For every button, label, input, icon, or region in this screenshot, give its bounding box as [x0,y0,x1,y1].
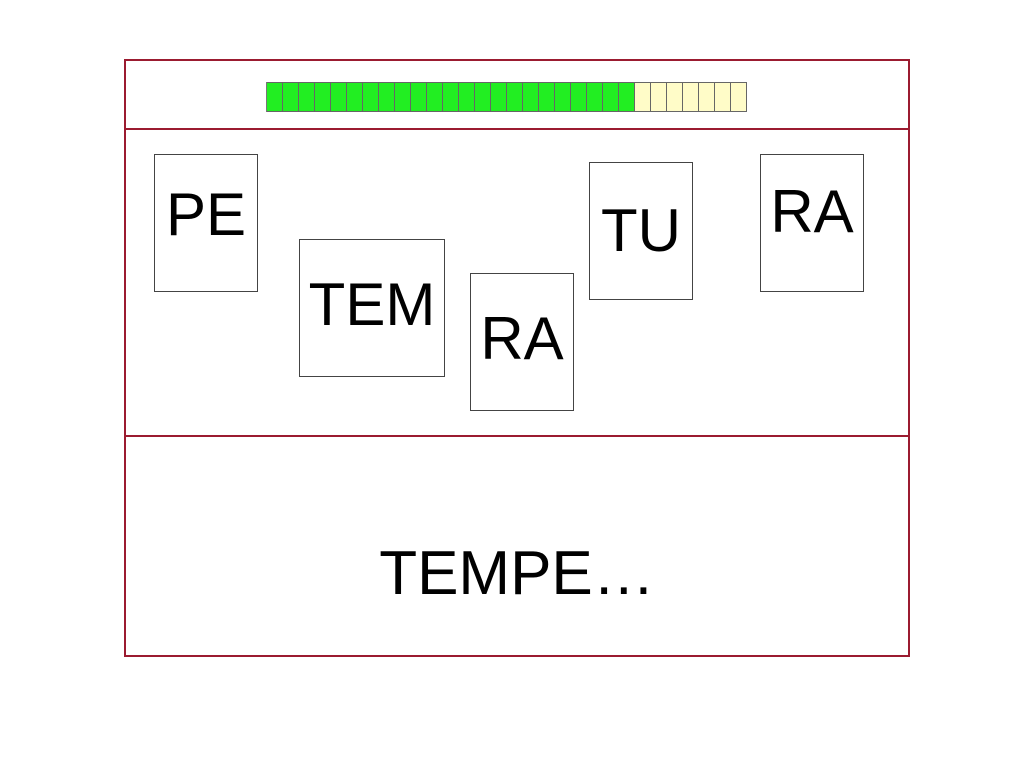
progress-segment-completed [267,82,283,112]
progress-segment-completed [379,82,395,112]
progress-bar [266,82,747,112]
syllable-card-label: RA [480,305,564,372]
answer-word: TEMPE… [379,539,655,608]
progress-segment-completed [283,82,299,112]
syllable-card-label: TEM [308,271,436,338]
progress-segment-completed [587,82,603,112]
syllable-card-pe[interactable]: PE [154,154,258,292]
progress-segment-completed [571,82,587,112]
syllable-card-ra[interactable]: RA [470,273,574,411]
progress-segment-remaining [715,82,731,112]
progress-segment-completed [299,82,315,112]
progress-segment-completed [411,82,427,112]
progress-segment-remaining [651,82,667,112]
syllable-card-label: RA [770,178,854,245]
syllable-card-ra-2[interactable]: RA [760,154,864,292]
syllable-card-label: TU [601,197,681,264]
syllable-cards-area: PE TEM RA TU RA [126,130,908,437]
progress-segment-completed [315,82,331,112]
answer-panel: TEMPE… [126,437,908,655]
progress-segment-completed [523,82,539,112]
progress-segment-remaining [635,82,651,112]
progress-segment-remaining [683,82,699,112]
syllable-card-label: PE [165,181,247,248]
progress-segment-completed [555,82,571,112]
syllable-card-tu[interactable]: TU [589,162,693,300]
progress-segment-completed [363,82,379,112]
progress-segment-remaining [699,82,715,112]
progress-segment-completed [491,82,507,112]
progress-segment-remaining [731,82,747,112]
progress-segment-completed [619,82,635,112]
progress-panel [126,61,908,130]
progress-segment-completed [443,82,459,112]
game-frame: PE TEM RA TU RA TEMPE… [124,59,910,657]
progress-segment-completed [603,82,619,112]
progress-segment-completed [395,82,411,112]
syllable-card-tem[interactable]: TEM [299,239,445,377]
progress-segment-completed [459,82,475,112]
progress-segment-completed [427,82,443,112]
progress-segment-completed [539,82,555,112]
progress-segment-completed [507,82,523,112]
progress-segment-completed [347,82,363,112]
progress-segment-completed [331,82,347,112]
progress-segment-remaining [667,82,683,112]
progress-segment-completed [475,82,491,112]
